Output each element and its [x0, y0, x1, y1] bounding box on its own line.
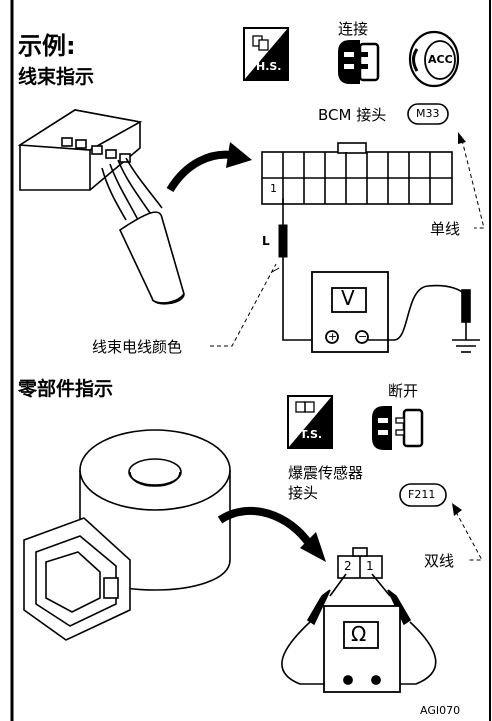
- harness-probe: [271, 198, 322, 341]
- voltmeter: [311, 271, 389, 353]
- single-wire-label: 单线: [430, 220, 461, 238]
- example-title: 示例:: [18, 32, 76, 60]
- disconnect-icon: [372, 406, 424, 450]
- harness-indicator-title: 线束指示: [18, 66, 95, 88]
- double-wire-leader: [452, 503, 483, 561]
- hs-label: H.S.: [256, 60, 282, 73]
- ohmmeter-symbol: Ω: [351, 622, 367, 646]
- terminal-1-label: 1: [270, 182, 277, 195]
- knock-sensor-label: 爆震传感器: [288, 464, 364, 482]
- f211-code: F211: [408, 488, 436, 501]
- knock-sensor-illustration: [23, 429, 231, 641]
- double-wire-label: 双线: [424, 552, 455, 570]
- m33-badge: [407, 103, 449, 125]
- single-wire-leader: [458, 132, 485, 229]
- bcm-connector-title: BCM 接头: [318, 106, 387, 124]
- sensor-connector: [337, 547, 383, 579]
- wire-color-code: L: [262, 234, 270, 248]
- terminal-2-label: 2: [344, 559, 352, 573]
- disconnect-label: 断开: [388, 382, 419, 400]
- hs-icon: [243, 27, 289, 81]
- connect-label: 连接: [338, 20, 369, 38]
- ground-wire: [368, 284, 480, 353]
- m33-code: M33: [416, 107, 440, 120]
- harness-connector-illustration: [17, 109, 185, 305]
- minus-terminal: −: [358, 330, 368, 343]
- sensor-arrow: [217, 507, 326, 562]
- harness-arrow: [166, 142, 252, 193]
- component-indicator-title: 零部件指示: [18, 378, 114, 400]
- wire-color-leader: [210, 263, 277, 347]
- ts-label: T.S.: [300, 428, 323, 441]
- ohmmeter: [323, 605, 401, 693]
- acc-icon: [408, 30, 460, 88]
- f211-badge: [399, 483, 447, 507]
- knock-sensor-connector-label: 接头: [288, 484, 319, 502]
- acc-label: ACC: [428, 53, 453, 66]
- wire-color-label: 线束电线颜色: [92, 338, 183, 356]
- ts-icon: [287, 395, 333, 449]
- figure-id: AGI070: [420, 704, 461, 717]
- connect-icon: [338, 40, 380, 84]
- voltmeter-symbol: V: [341, 286, 355, 310]
- bcm-connector: [261, 142, 453, 205]
- terminal-1-sensor-label: 1: [366, 559, 374, 573]
- plus-terminal: +: [328, 330, 338, 343]
